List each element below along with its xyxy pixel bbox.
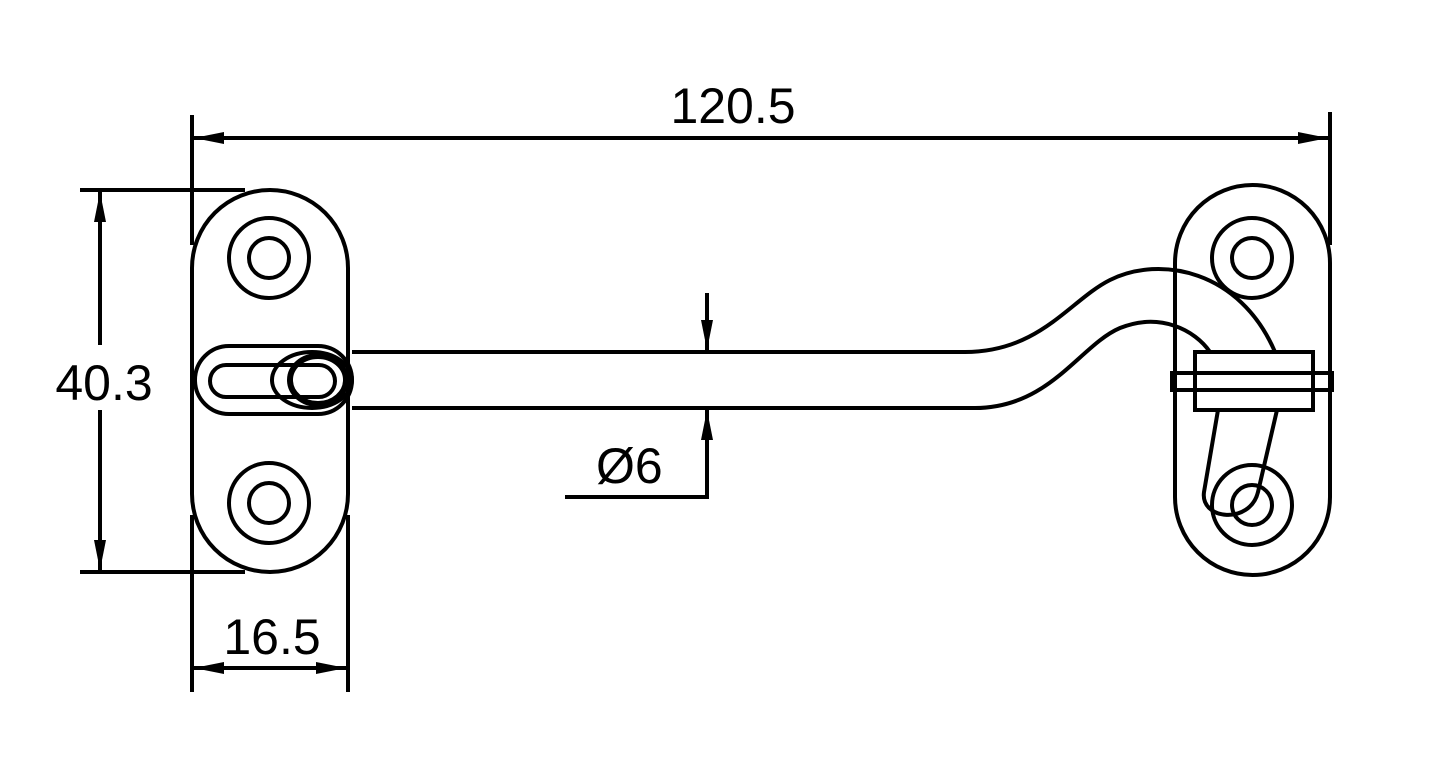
dimension-label-diameter: Ø6 (596, 438, 663, 494)
hook-rod (270, 267, 1277, 410)
dimension-plate-width: 16.5 (190, 515, 350, 692)
dimension-overall-length: 120.5 (190, 78, 1332, 245)
keeper-band (1170, 371, 1334, 392)
hook-end (1201, 409, 1279, 517)
dimension-rod-diameter: Ø6 (565, 293, 713, 499)
keeper-block (1193, 350, 1315, 412)
diameter-value: 6 (635, 438, 663, 494)
screw-hole (1210, 216, 1294, 300)
right-keeper-plate (1170, 183, 1334, 577)
screw-hole (227, 216, 311, 300)
dimension-label-length: 120.5 (670, 78, 795, 134)
screw-hole (227, 461, 311, 545)
screw-hole (1210, 463, 1294, 547)
dimension-label-height: 40.3 (55, 355, 152, 411)
dimension-label-width: 16.5 (223, 609, 320, 665)
dimension-plate-height: 40.3 (55, 188, 245, 574)
diameter-symbol: Ø (596, 438, 635, 494)
